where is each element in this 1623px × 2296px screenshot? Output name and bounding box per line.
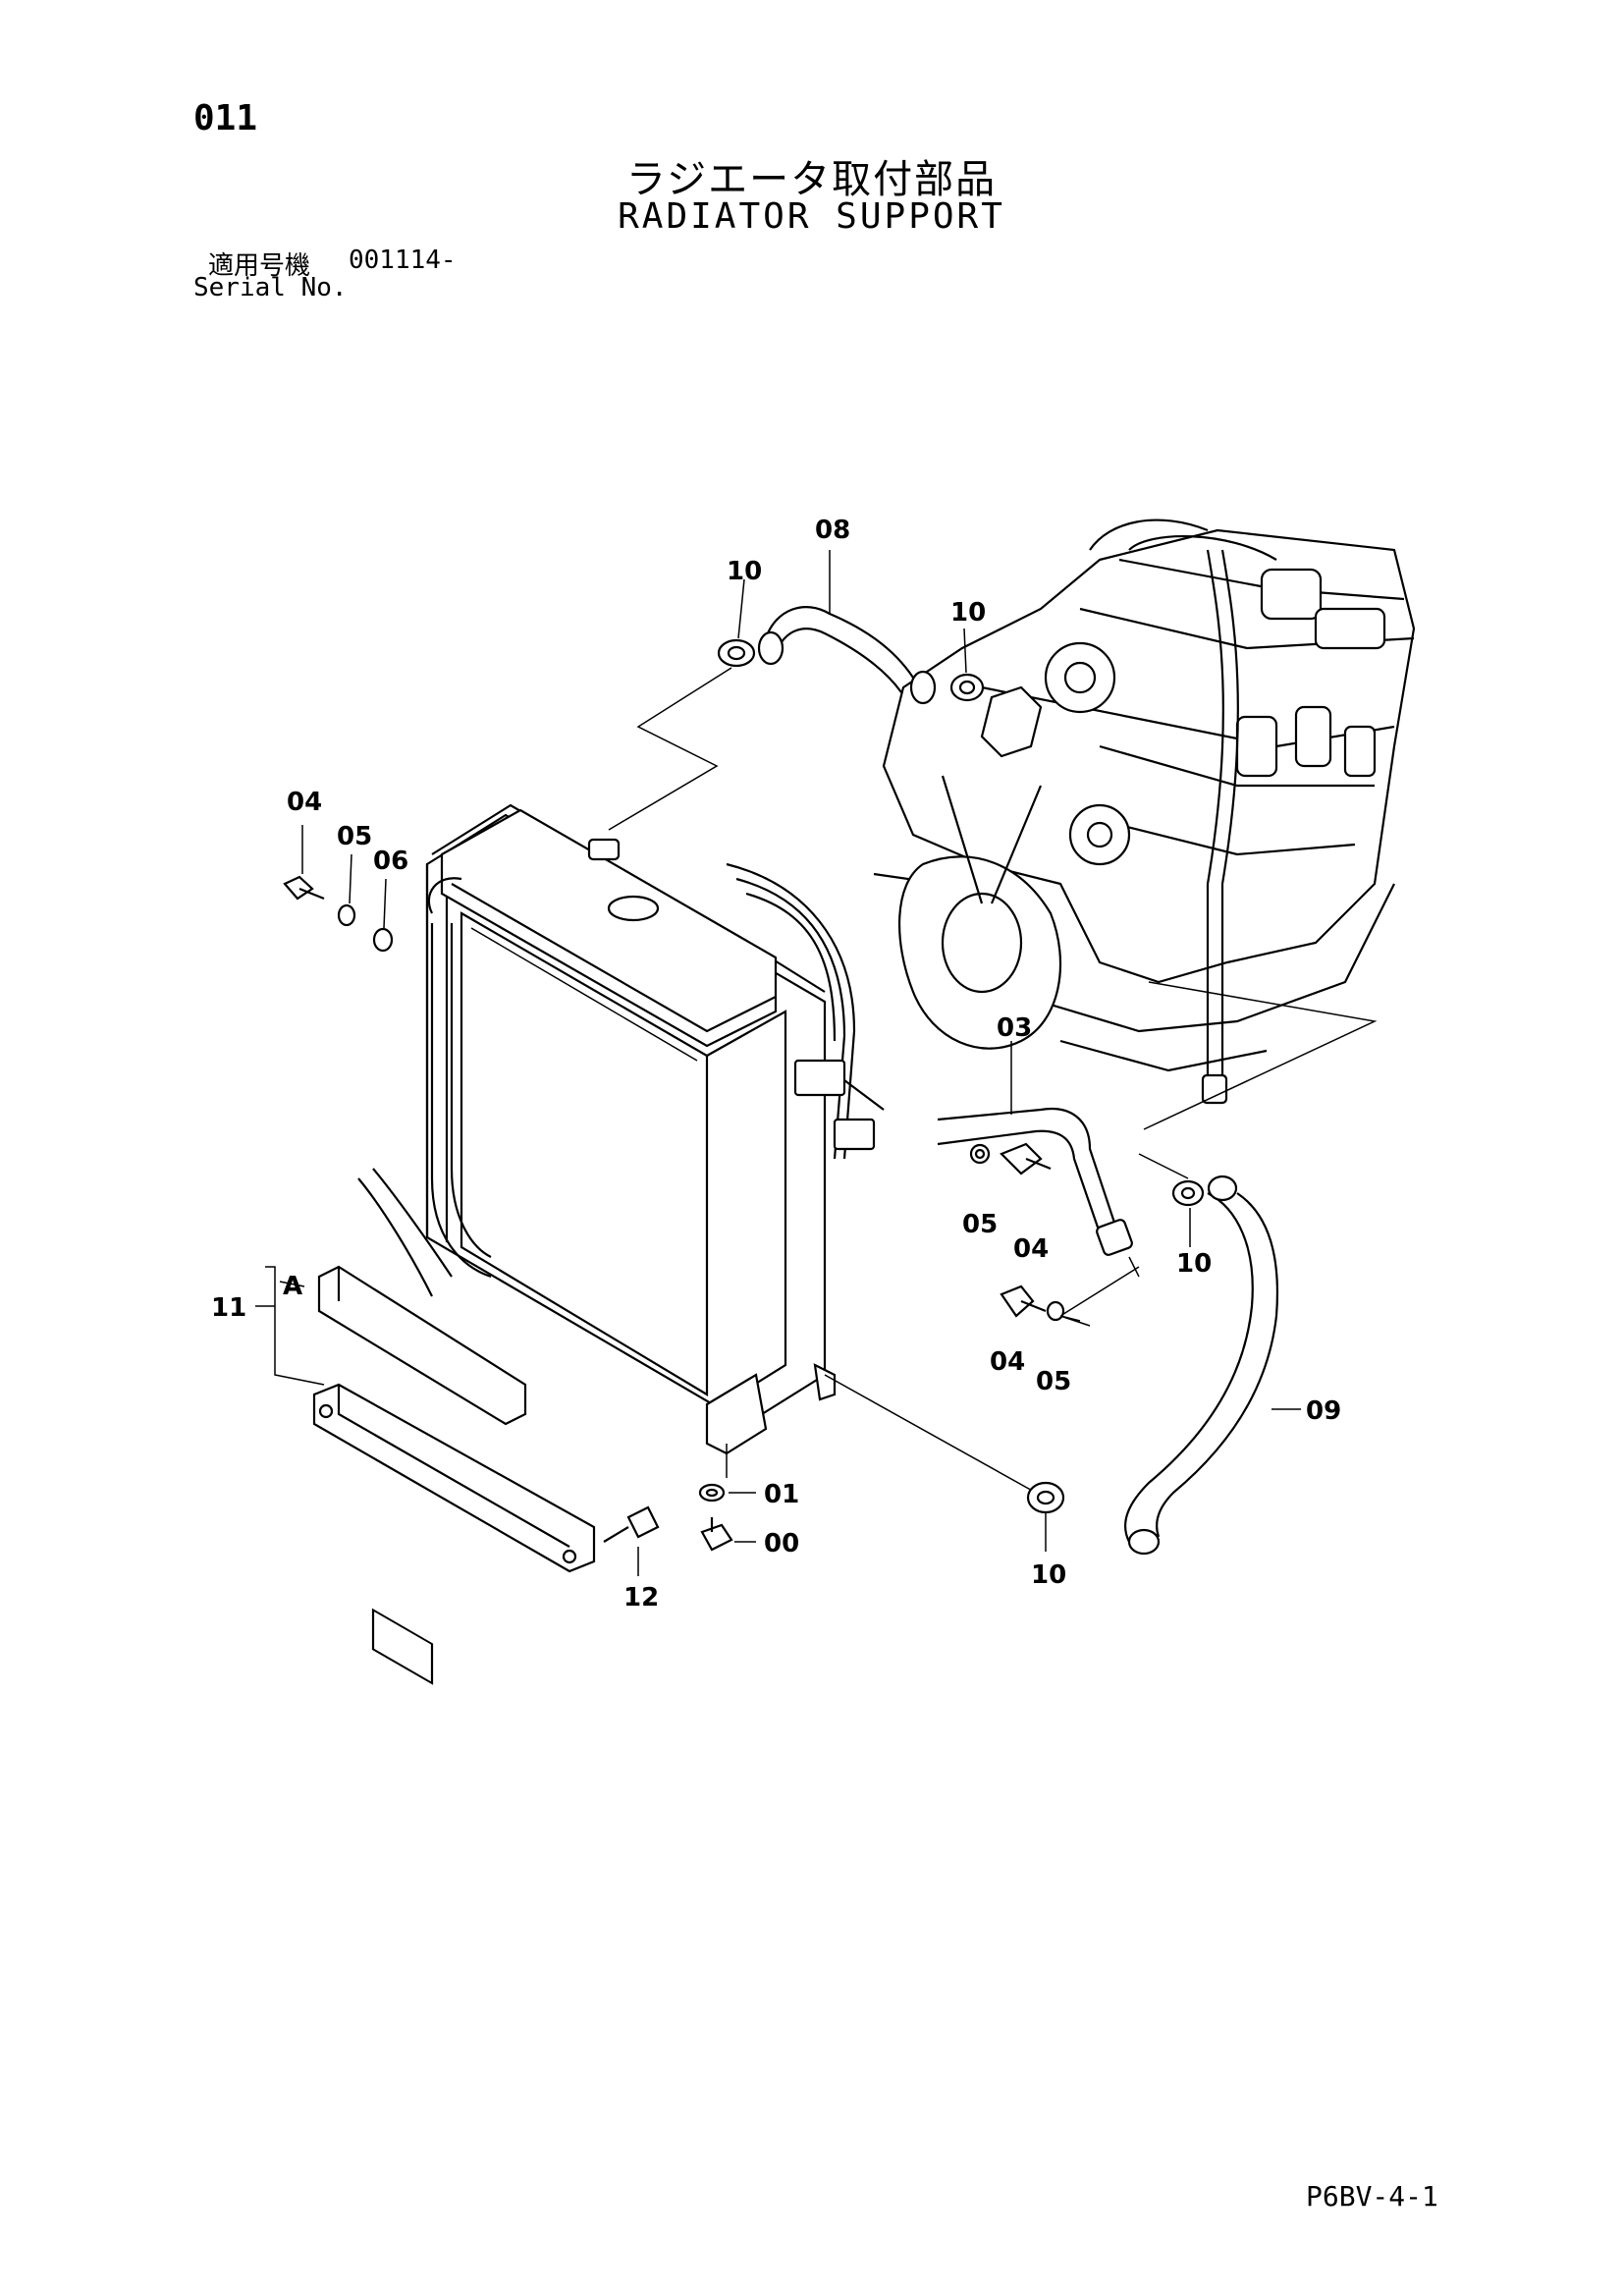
callout-bolt-bottom: 00 (764, 1529, 799, 1558)
callout-bolt-guard: 12 (623, 1583, 659, 1613)
callout-assembly: 11 (211, 1293, 246, 1323)
page-number: 011 (193, 98, 258, 138)
callout-washer-lower: 05 (1036, 1367, 1071, 1396)
callout-bolt-left: 04 (287, 788, 322, 817)
radiator-drawing (357, 803, 1037, 1494)
callout-washer-left-b: 06 (373, 847, 408, 876)
callout-hose-upper: 08 (815, 516, 850, 545)
bottom-hardware (698, 1483, 756, 1552)
mid-hardware (969, 1142, 1081, 1322)
callout-bolt-mid: 04 (1013, 1234, 1049, 1264)
callout-clamp-upper-left: 10 (727, 557, 762, 586)
callout-clamp-upper-right: 10 (950, 598, 986, 628)
serial-number: 001114- (349, 246, 457, 275)
callout-clamp-bottom: 10 (1031, 1560, 1066, 1590)
engine-drawing (873, 519, 1416, 1130)
callout-labels: 08 10 10 04 05 06 03 05 04 10 04 05 09 1… (211, 516, 1341, 1613)
callout-clamp-right: 10 (1176, 1249, 1212, 1279)
title-japanese: ラジエータ取付部品 (625, 157, 998, 202)
upper-hose-08 (608, 550, 985, 831)
callout-bolt-lower: 04 (990, 1347, 1025, 1377)
callout-washer-bottom: 01 (764, 1480, 799, 1509)
stay-03 (937, 1041, 1140, 1327)
left-hardware (283, 825, 394, 953)
callout-ref-a: A (283, 1272, 302, 1301)
document-code: P6BV-4-1 (1306, 2180, 1438, 2213)
lower-hose-09 (1026, 1153, 1301, 1556)
serial-label-japanese: 適用号機 (208, 251, 311, 281)
serial-label-english: Serial No. (193, 273, 348, 302)
callout-hose-lower: 09 (1306, 1396, 1341, 1426)
callout-washer-left-a: 05 (337, 822, 372, 851)
callout-stay: 03 (997, 1013, 1032, 1043)
guard-assembly-11 (255, 1265, 660, 1685)
title-english: RADIATOR SUPPORT (618, 196, 1005, 237)
callout-washer-mid: 05 (962, 1210, 998, 1239)
